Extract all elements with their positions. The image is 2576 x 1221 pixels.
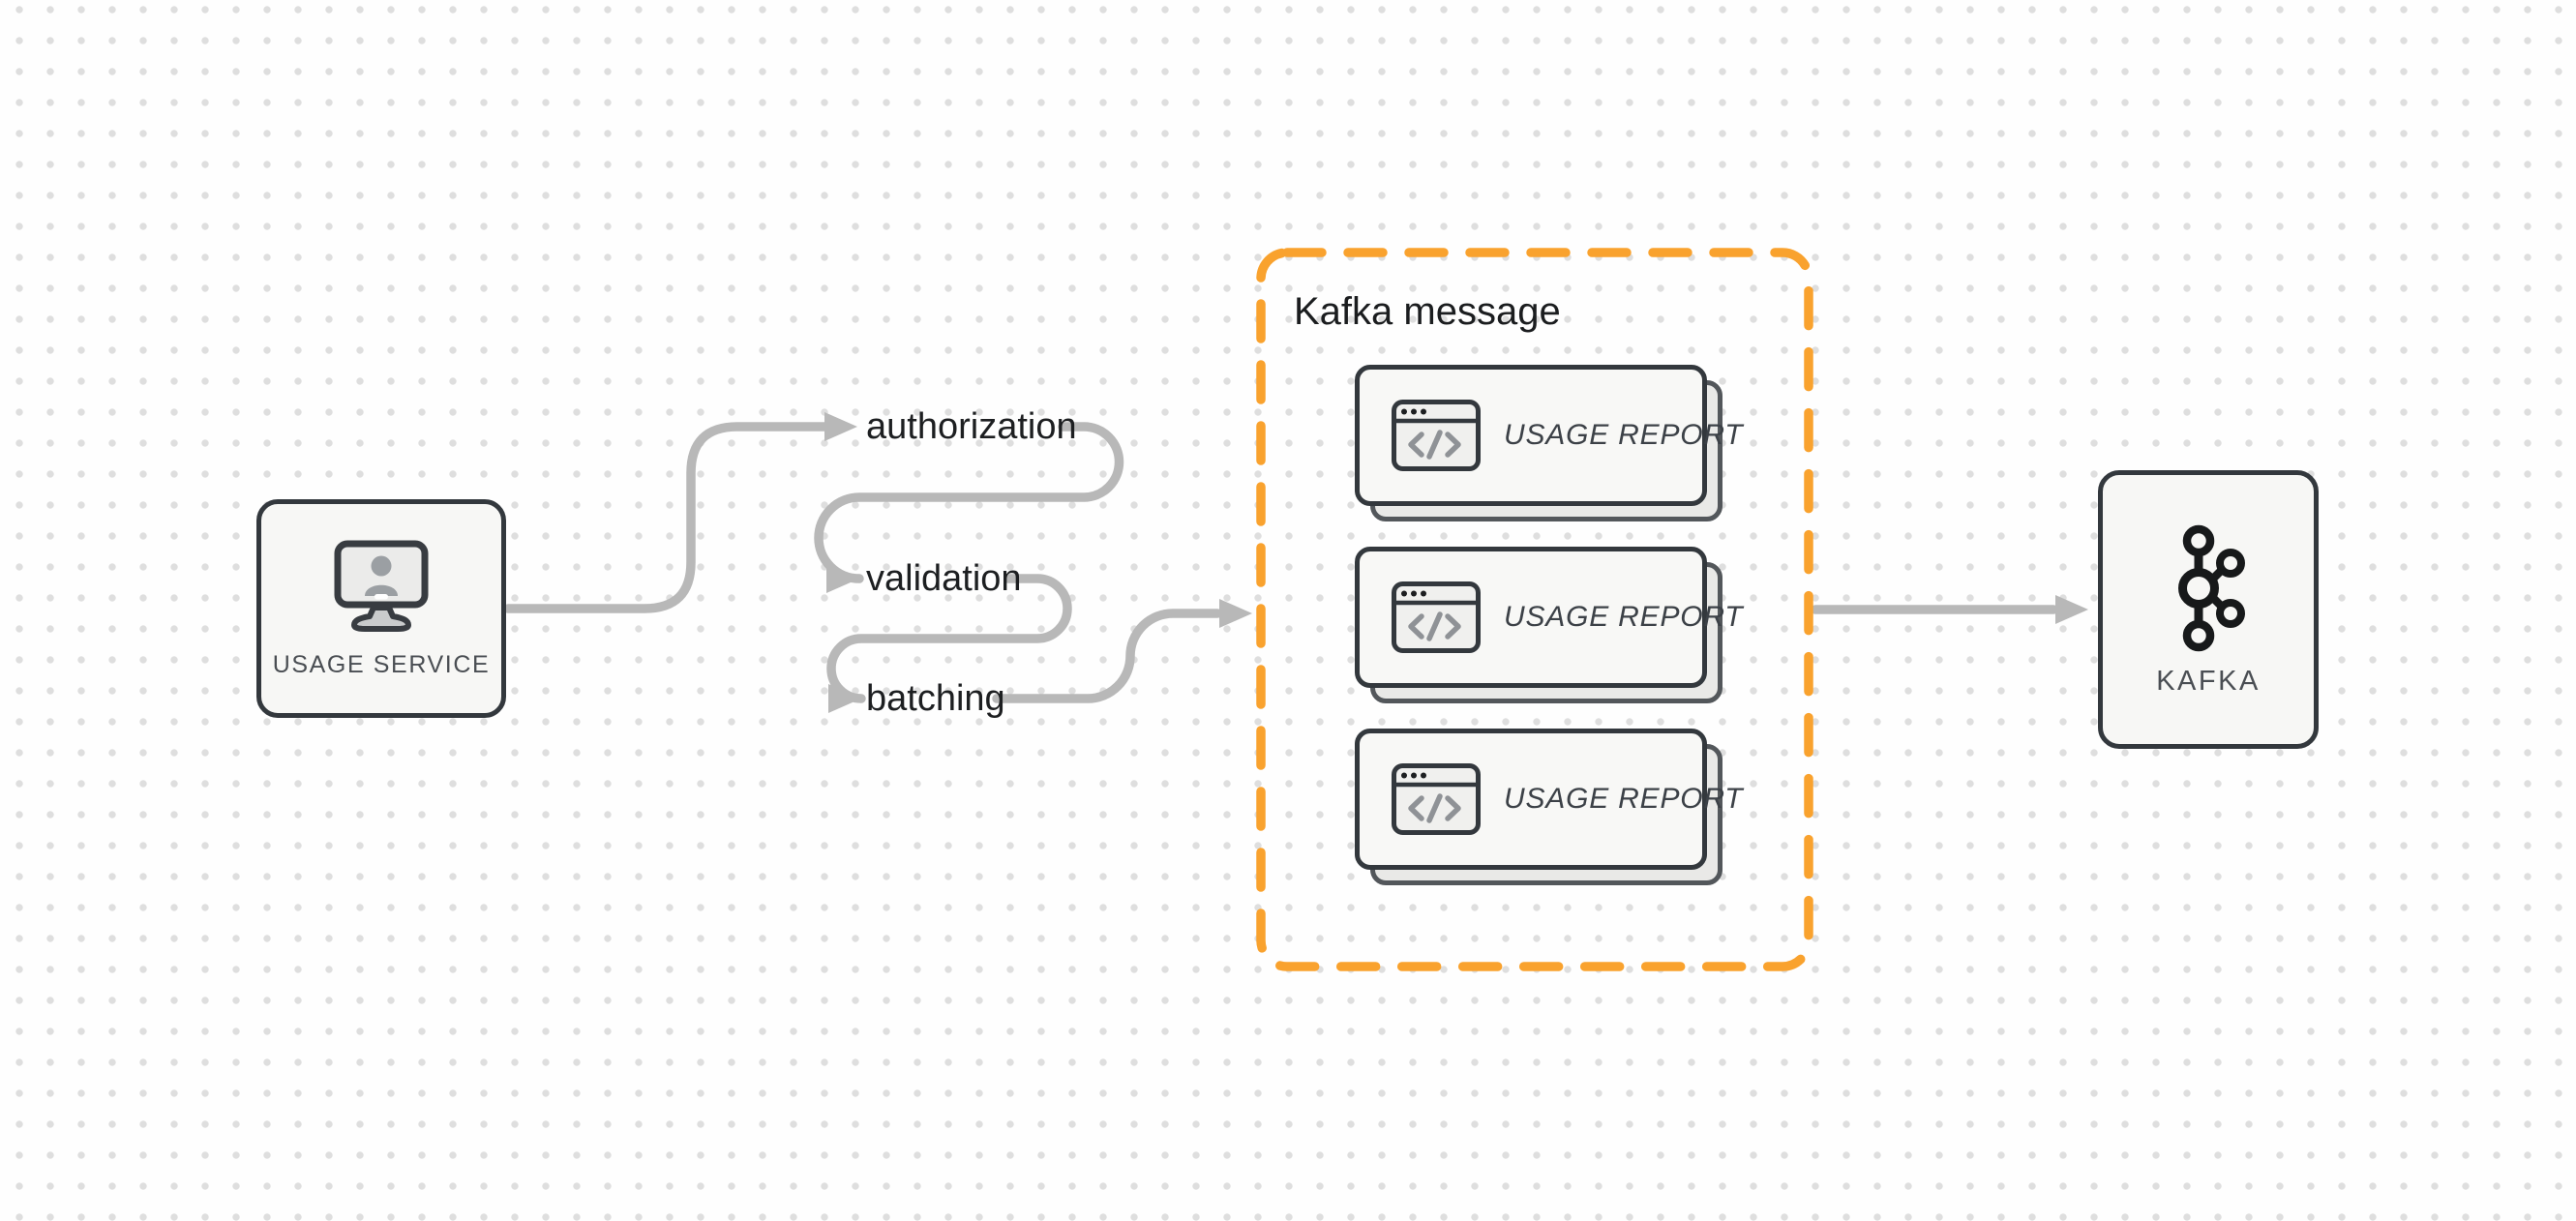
step-label-batching: batching [866, 678, 1005, 719]
connector-authorization-to-validation [814, 422, 1124, 583]
usage-report-card: USAGE REPORT [1355, 729, 1743, 870]
kafka-message-group-border [1256, 248, 1813, 971]
connector-validation-to-batching [826, 574, 1072, 703]
step-label-authorization: authorization [866, 406, 1077, 447]
code-window-icon [1392, 400, 1481, 471]
code-window-icon [1392, 581, 1481, 653]
usage-report-card: USAGE REPORT [1355, 547, 1743, 688]
usage-report-label: USAGE REPORT [1504, 783, 1744, 815]
arrowhead-icon [826, 564, 859, 593]
usage-report-card-stack: USAGE REPORT [1355, 729, 1743, 885]
arrowhead-icon [824, 412, 857, 441]
usage-report-label: USAGE REPORT [1504, 419, 1744, 451]
usage-report-label: USAGE REPORT [1504, 601, 1744, 633]
arrowhead-icon [2055, 595, 2088, 624]
usage-service-label: USAGE SERVICE [272, 651, 491, 678]
kafka-logo-icon [2170, 524, 2247, 652]
arrowhead-icon [828, 684, 861, 713]
kafka-node: KAFKA [2098, 470, 2319, 749]
user-monitor-icon [327, 539, 435, 632]
step-label-validation: validation [866, 558, 1022, 599]
kafka-label: KAFKA [2156, 666, 2261, 697]
usage-report-card-stack: USAGE REPORT [1355, 365, 1743, 521]
arrowhead-icon [1219, 599, 1252, 628]
connector-usage-to-authorization [503, 422, 829, 613]
usage-report-card-stack: USAGE REPORT [1355, 547, 1743, 703]
kafka-message-group-title: Kafka message [1294, 290, 1561, 333]
usage-service-node: USAGE SERVICE [256, 499, 506, 718]
connector-batching-to-group [992, 609, 1222, 703]
usage-report-card: USAGE REPORT [1355, 365, 1743, 506]
code-window-icon [1392, 763, 1481, 835]
